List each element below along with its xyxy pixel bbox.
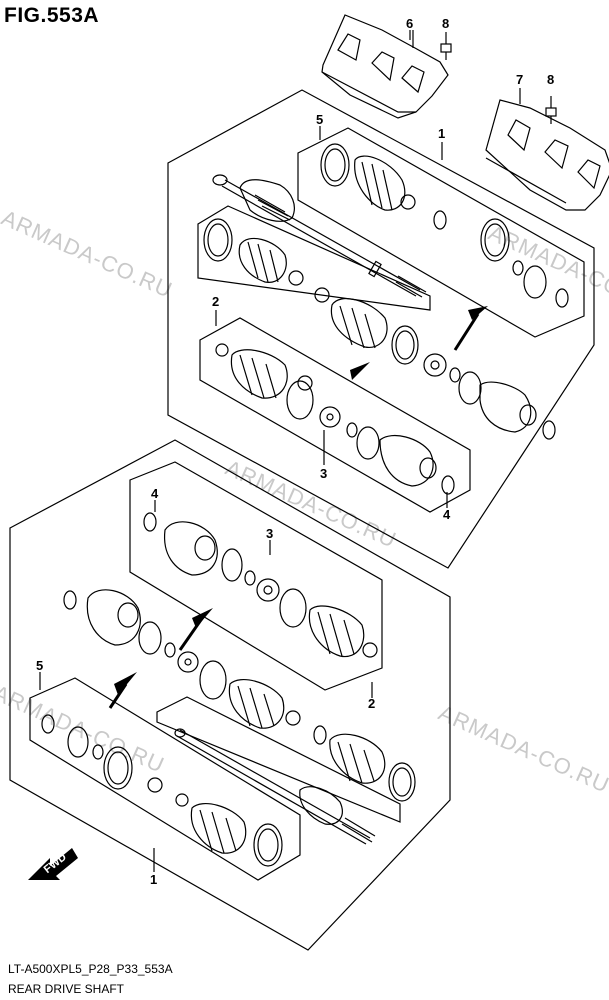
callout-guard-6: 6 (406, 16, 413, 31)
bolt-part-8-right (545, 107, 557, 124)
callout-upper-joint-set-2: 2 (212, 294, 219, 309)
callout-lower-circlip-4: 4 (151, 486, 159, 501)
diagram-name: REAR DRIVE SHAFT (8, 982, 125, 996)
lower-drive-shaft (174, 725, 416, 845)
callout-upper-circlip-4: 4 (443, 507, 451, 522)
upper-inner-set-parts (215, 343, 455, 495)
callout-lower-boot-kit-5: 5 (36, 658, 43, 673)
callout-upper-shaft-1: 1 (438, 126, 445, 141)
guard-part-6 (321, 14, 449, 119)
lower-assembly-frame (9, 439, 451, 951)
diagram-code: LT-A500XPL5_P28_P33_553A (8, 962, 173, 976)
upper-assembly-frame (167, 89, 595, 569)
lower-cup-and-cv-joint (63, 589, 301, 729)
upper-boot-and-cv-joint (330, 297, 556, 440)
fwd-direction-indicator: FWD (28, 848, 78, 880)
upper-boot-kit-parts (320, 143, 569, 308)
upper-drive-shaft (212, 174, 427, 298)
upper-inner-set-frame (199, 317, 471, 513)
lower-joint-set-frame (156, 696, 401, 823)
lower-boot-kit-parts (41, 714, 283, 867)
callout-upper-boot-kit-5: 5 (316, 112, 323, 127)
upper-joint-set-frame (197, 205, 431, 311)
lower-boot-kit-frame (29, 677, 301, 881)
callout-lower-inner-set-3: 3 (266, 526, 273, 541)
callout-lower-shaft-1: 1 (150, 872, 157, 887)
figure-title: FIG.553A (4, 4, 100, 27)
callout-bolt-8-right: 8 (547, 72, 554, 87)
guard-part-7 (485, 99, 609, 211)
upper-joint-arrow (350, 362, 370, 380)
upper-boot-kit-frame (297, 127, 585, 338)
lower-inner-set-parts (143, 512, 378, 658)
callout-guard-7: 7 (516, 72, 523, 87)
upper-direction-arrow (468, 306, 488, 320)
callout-lower-joint-set-2: 2 (368, 696, 375, 711)
bolt-part-8-upper (440, 43, 452, 60)
lower-joint-arrow (114, 672, 137, 695)
callout-upper-inner-set-3: 3 (320, 466, 327, 481)
upper-joint-set-parts (203, 218, 330, 303)
lower-inner-set-frame (129, 461, 383, 691)
callout-bolt-8-top: 8 (442, 16, 449, 31)
